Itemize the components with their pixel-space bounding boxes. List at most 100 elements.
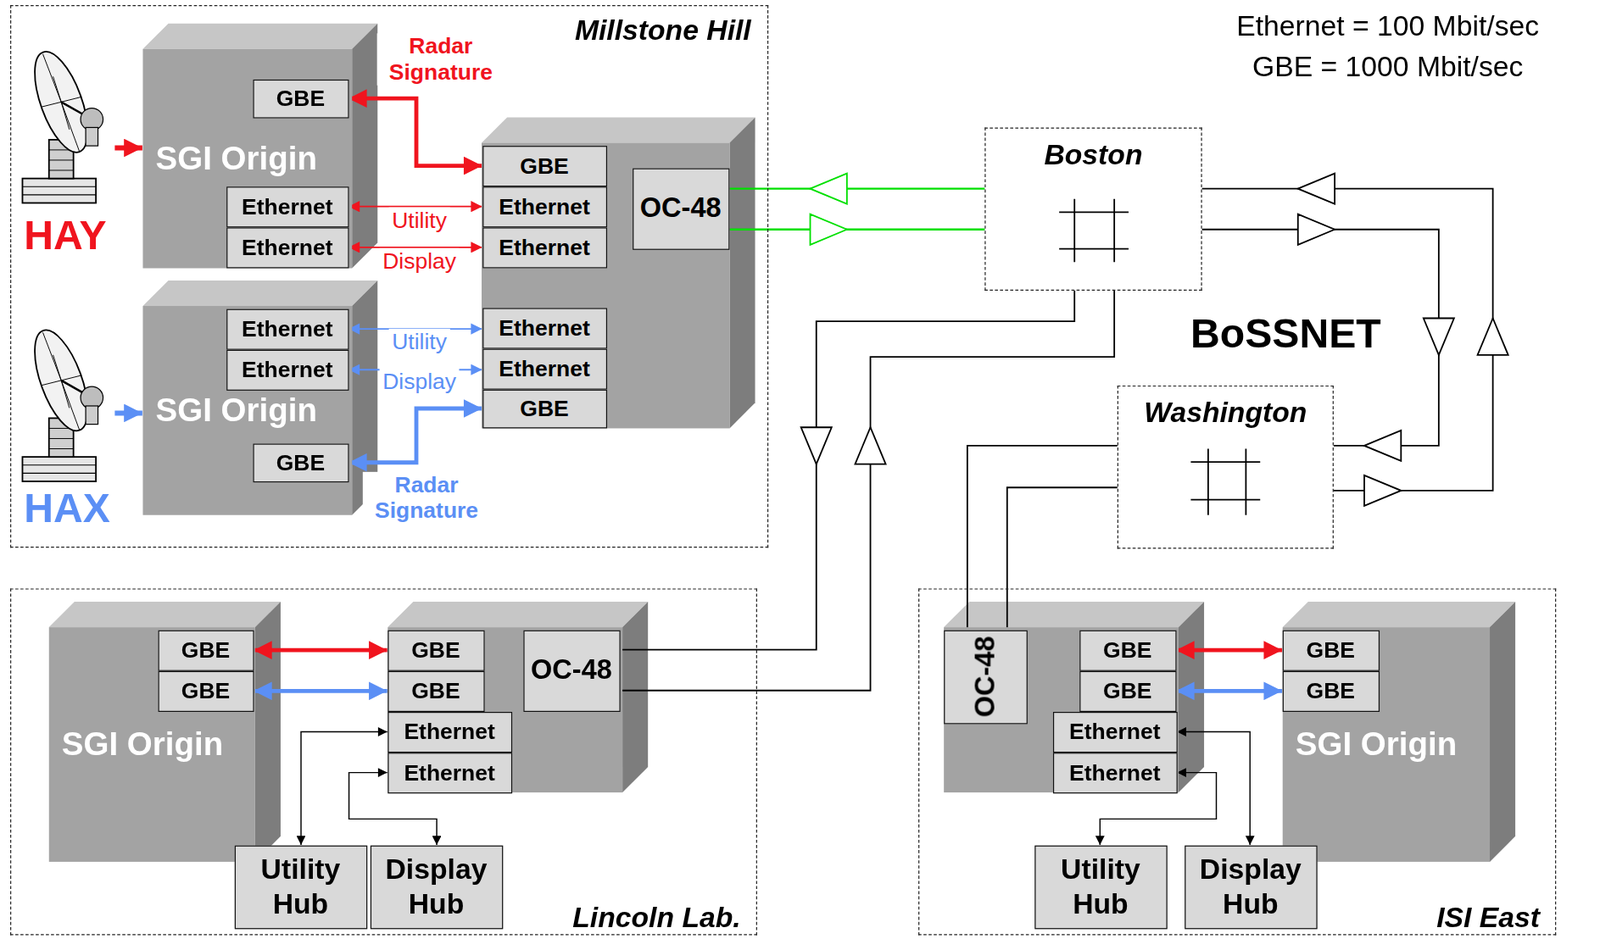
link-label: Radar Signature [377,33,505,85]
chassis-top [142,23,378,50]
port-name: Ethernet [1069,759,1160,787]
port-name: Ethernet [241,234,333,261]
port-name: Ethernet [241,315,333,342]
network-name: BoSSNET [1132,311,1439,357]
port-box: GBE [1282,629,1379,671]
chassis-side [255,602,281,863]
note-holder: Ethernet = 100 Mbit/sec [1183,10,1592,44]
port-box: Ethernet [387,711,513,753]
site-name: Millstone Hill [574,14,752,48]
port-name: GBE [1306,678,1355,705]
edge-label-holder: Display [379,368,460,395]
antenna-hay [22,44,103,203]
hub-box: Display Hub [1184,845,1317,930]
port-name: GBE [411,637,460,664]
port-name: Ethernet [498,193,590,220]
hub-name: Utility Hub [234,852,366,922]
port-box: GBE [252,78,349,118]
connector [253,689,388,694]
server-chassis: SGI OriginGBEEthernetEthernet [142,48,352,268]
port-name: OC-48 [530,655,613,687]
site-region: Lincoln Lab.SGI OriginGBEGBEGBEGBEOC-48E… [10,588,758,936]
connector [967,445,1118,630]
link-label: Radar Signature [362,472,491,525]
port-box: Ethernet [482,186,608,228]
chassis-side [1178,602,1205,793]
server-chassis: GBEEthernetEthernetOC-48EthernetEthernet… [480,142,729,429]
chassis-3d [142,280,378,516]
note-holder: GBE = 1000 Mbit/sec [1183,50,1592,84]
chassis-side [729,117,755,429]
port-name: GBE [181,637,230,664]
chassis-top [481,117,756,143]
port-name: Ethernet [403,759,495,787]
port-box: GBE [482,144,608,186]
port-name: Ethernet [241,356,333,384]
server-chassis: SGI Origin GBE GBE [1282,627,1489,863]
port-box: Ethernet [482,348,608,390]
direction-triangle [854,427,886,464]
port-box: Ethernet [226,227,349,268]
connector [348,98,483,166]
hub-name: Utility Hub [1035,852,1166,922]
port-name: OC-48 [640,192,722,224]
port-name: OC-48 [969,636,1001,719]
hub-name: Display Hub [1185,852,1316,922]
edge-label-holder: Utility [389,328,451,355]
machine-name: SGI Origin [1295,725,1457,764]
direction-triangle [810,173,848,205]
port-box: Ethernet [1052,711,1177,753]
port-name: Ethernet [498,314,590,341]
chassis-top [943,602,1205,628]
switch-node: Washington [1117,385,1334,550]
port-box: Ethernet [226,308,349,350]
connector [301,731,388,846]
connector [348,408,483,463]
machine-name: SGI Origin [156,391,318,430]
port-box: GBE [482,389,608,429]
port-name: Ethernet [403,719,495,746]
site-name: ISI East [1436,902,1540,936]
speed-note: GBE = 1000 Mbit/sec [1183,50,1592,84]
port-box: GBE [157,629,254,671]
machine-name: SGI Origin [156,139,318,178]
antenna-name: HAX [23,487,111,529]
antenna: HAX [17,323,115,529]
port-box: GBE [252,443,349,483]
server-chassis: SGI OriginEthernetEthernetGBE [142,305,352,515]
link-label: Display [379,368,460,395]
port-box: GBE [387,670,485,712]
port-box: GBE [387,629,485,671]
direction-triangle [1298,173,1335,205]
port-box: OC-48 [523,629,620,712]
port-box: OC-48 [943,629,1028,725]
link-label: Utility [389,328,451,355]
note-holder: BoSSNET [1132,311,1439,357]
chassis-top [142,280,378,307]
port-name: GBE [1103,637,1152,664]
chassis-3d [481,117,756,429]
connector [1176,689,1283,694]
direction-triangle [1477,317,1509,355]
port-name: GBE [181,678,230,705]
connector [253,648,388,653]
hub-box: Display Hub [369,845,502,930]
direction-triangle [1298,214,1335,246]
port-name: Ethernet [498,234,590,261]
switch-node: Boston [984,127,1202,291]
direction-triangle [1423,317,1455,355]
edge-label-holder: Utility [389,207,451,234]
chassis-top [49,602,281,628]
port-name: Ethernet [498,355,590,382]
speed-note: Ethernet = 100 Mbit/sec [1183,10,1592,44]
port-name: GBE [519,152,569,179]
port-box: Ethernet [482,307,608,349]
node-name: Washington [1143,396,1307,430]
hub-box: Utility Hub [1034,845,1167,930]
antenna: HAY [17,45,115,256]
connector [1007,487,1118,630]
server-chassis: OC-48GBEGBEEthernetEthernet [943,627,1179,793]
port-box: GBE [157,670,254,712]
